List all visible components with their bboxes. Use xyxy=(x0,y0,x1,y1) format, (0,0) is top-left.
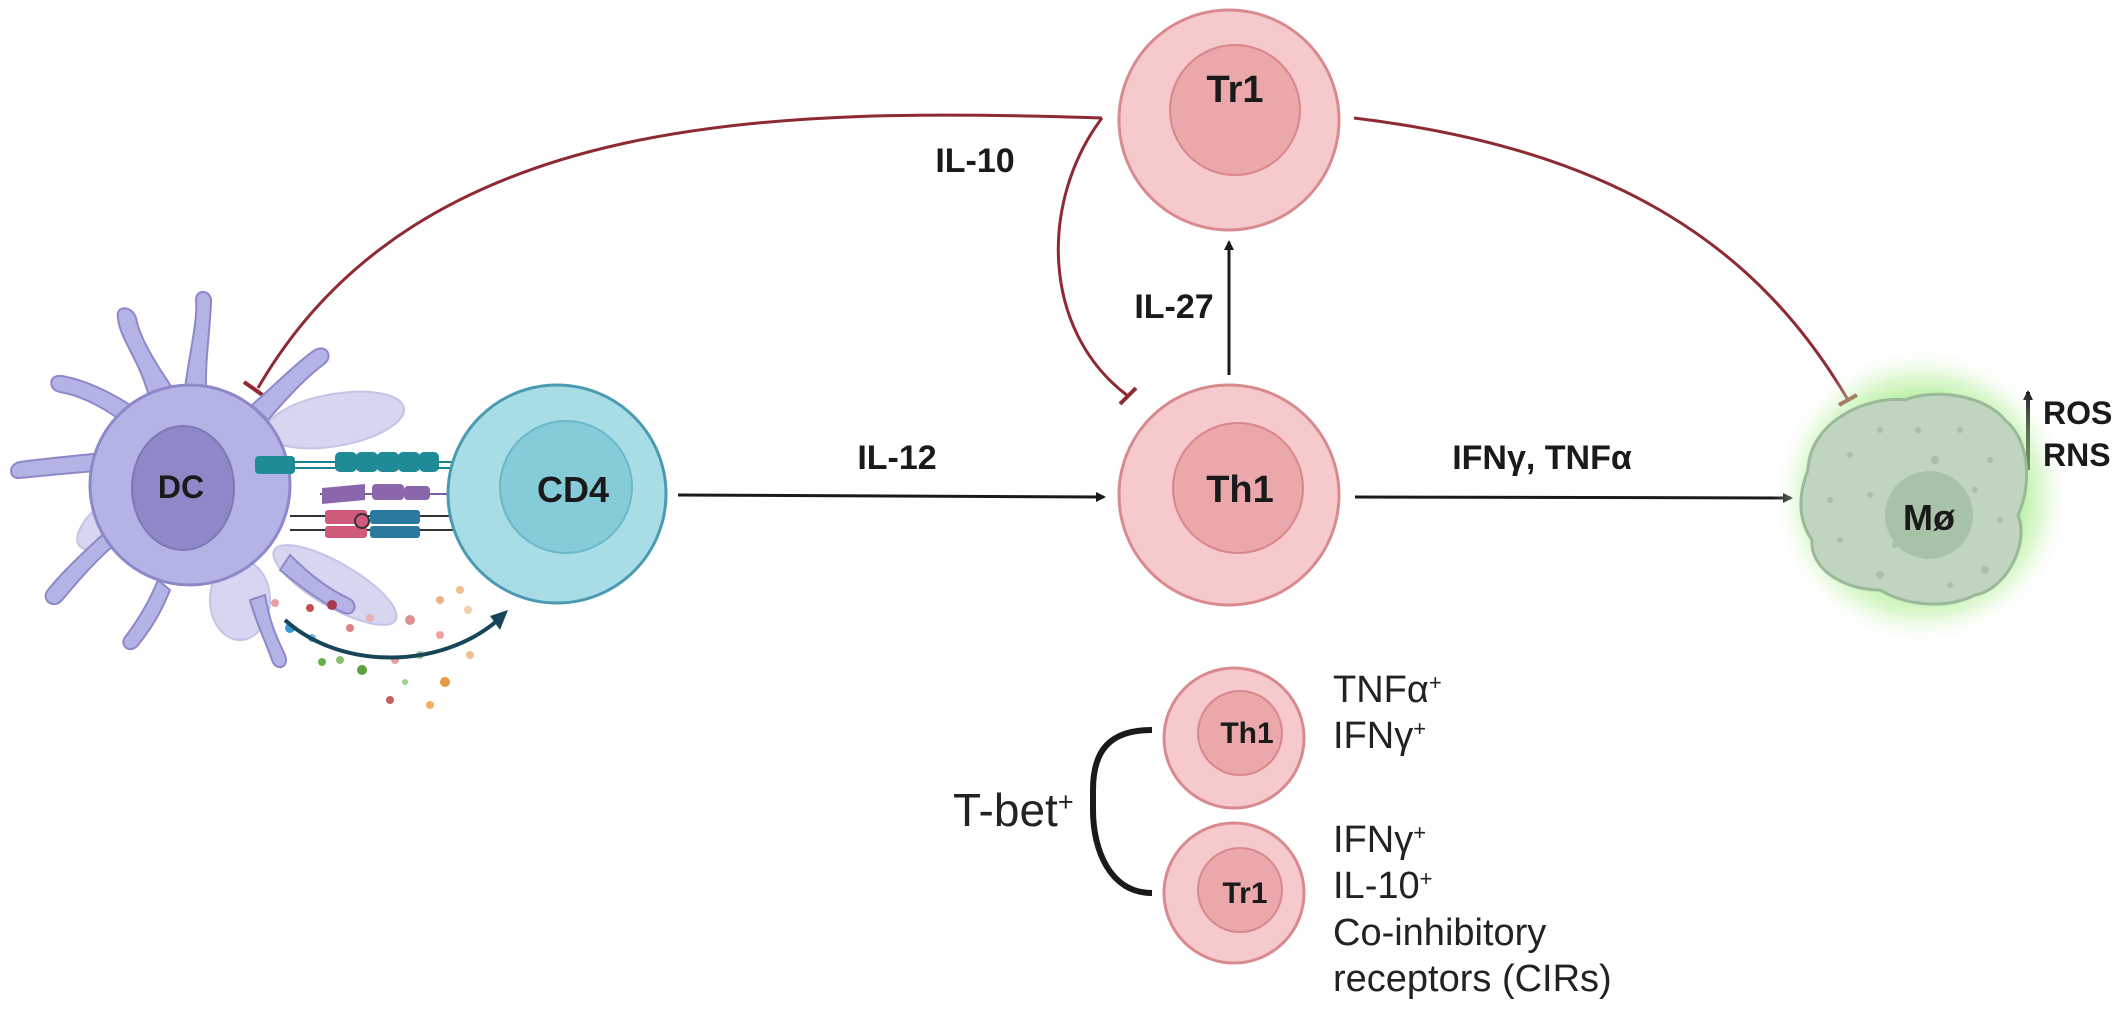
dc-nucleus xyxy=(131,425,235,551)
legend-tr1-label: Tr1 xyxy=(1222,877,1267,910)
il12-arrow xyxy=(677,491,1106,502)
rns-label: RNS xyxy=(2043,437,2111,473)
il10-label: IL-10 xyxy=(935,142,1014,180)
immune-synapse-receptors xyxy=(255,452,480,538)
teal-receptor-pair xyxy=(255,452,480,474)
th1-marker: TNFα+ xyxy=(1333,669,1442,711)
dc-label: DC xyxy=(158,469,204,505)
dendritic-cell: DC xyxy=(10,291,406,669)
cd4-label: CD4 xyxy=(537,469,609,510)
tbet-group-label: T-bet+ xyxy=(953,784,1074,836)
th1-nucleus xyxy=(1172,422,1304,554)
ros-label: ROS xyxy=(2043,395,2112,431)
tr1-marker: IFNγ+ xyxy=(1333,819,1426,861)
il12-label: IL-12 xyxy=(857,439,936,477)
tr1-nucleus xyxy=(1169,44,1301,176)
il27-label: IL-27 xyxy=(1134,288,1213,326)
th1-label: Th1 xyxy=(1206,469,1274,511)
macrophage-nucleus xyxy=(1885,471,1973,559)
tbet-legend: T-bet+ Th1 Tr1 TNFα+ IFNγ+ IFNγ+ IL-10+ … xyxy=(953,666,1612,1000)
il10-inhibit-dc-bar xyxy=(242,380,266,398)
cytokine-secretion xyxy=(271,586,508,709)
tr1-inhibit-macrophage-line xyxy=(1353,116,1850,401)
dc-dendrites xyxy=(10,291,356,669)
th1-cell: Th1 xyxy=(1117,383,1341,607)
activation-links xyxy=(677,240,2033,503)
legend-th1-label: Th1 xyxy=(1220,717,1273,750)
th1-marker-list: TNFα+ IFNγ+ xyxy=(1333,669,1442,757)
il10-inhibit-dc-line xyxy=(256,113,1103,389)
ifng-tnfa-arrow xyxy=(1354,492,1793,503)
macrophage-granules xyxy=(1827,427,2003,588)
il10-inhibit-th1-line xyxy=(1056,117,1129,398)
cytokine-dots xyxy=(271,586,474,709)
tr1-marker: IL-10+ xyxy=(1333,865,1432,907)
inhibition-links xyxy=(242,113,1858,407)
pink-blue-receptor-pair xyxy=(290,510,470,538)
tr1-cell: Tr1 xyxy=(1117,8,1341,232)
cd4-nucleus xyxy=(499,420,633,554)
macrophage: Mø xyxy=(1772,346,2072,646)
tr1-label: Tr1 xyxy=(1206,69,1263,111)
purple-receptor-pair xyxy=(320,484,470,504)
tr1-marker-list: IFNγ+ IL-10+ Co-inhibitory receptors (CI… xyxy=(1333,819,1612,1000)
macrophage-label: Mø xyxy=(1903,497,1955,538)
secretion-curved-arrow xyxy=(283,618,500,660)
il10-inhibit-th1-bar xyxy=(1118,386,1138,406)
tr1-marker: Co-inhibitory xyxy=(1333,912,1546,954)
signal-labels: IL-10 IL-27 IL-12 IFNγ, TNFα ROS RNS xyxy=(857,142,2112,477)
secretion-arrow-head xyxy=(490,610,508,630)
cd4-t-cell: CD4 xyxy=(446,383,668,605)
tr1-marker: receptors (CIRs) xyxy=(1333,958,1612,1000)
ifng-tnfa-label: IFNγ, TNFα xyxy=(1452,439,1632,477)
legend-tr1-cell: Tr1 xyxy=(1162,821,1306,965)
legend-th1-cell: Th1 xyxy=(1162,666,1306,810)
tbet-bracket xyxy=(1090,727,1153,896)
th1-marker: IFNγ+ xyxy=(1333,715,1426,757)
